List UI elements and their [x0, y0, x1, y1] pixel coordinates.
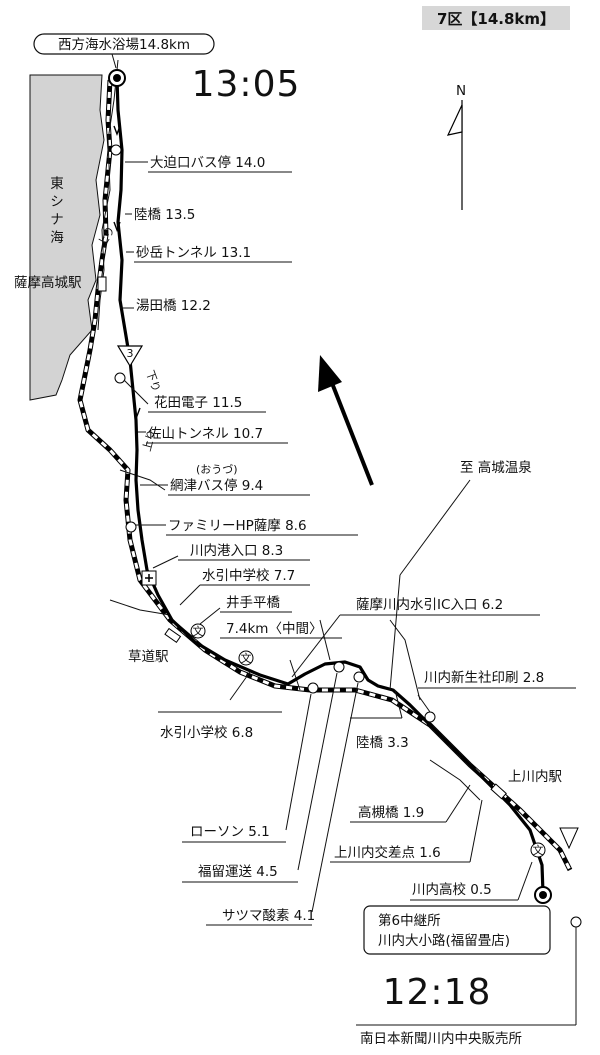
direction-arrow-1: [113, 125, 121, 136]
sea-label-3: ナ: [50, 212, 64, 228]
direction-down-label: 下り: [143, 369, 163, 394]
waypoint-label: 花田電子 11.5: [154, 395, 242, 411]
relay-station-box: [363, 905, 551, 955]
waypoint-label: 川内高校 0.5: [412, 881, 492, 898]
waypoint-label: 7.4km〈中間〉: [226, 621, 322, 637]
section-badge: 7区【14.8km】: [422, 6, 570, 30]
station-kusamichi: 草道駅: [128, 649, 169, 665]
waypoint-label: 陸橋 13.5: [134, 207, 195, 223]
poi-marker-icon: [353, 671, 365, 683]
waypoint-label: ローソン 5.1: [190, 824, 270, 840]
waypoint-label: 福留運送 4.5: [198, 864, 278, 880]
waypoint-label: 上川内交差点 1.6: [334, 844, 441, 861]
direction-arrow-2: [113, 221, 121, 232]
poi-marker-icon: [110, 144, 122, 156]
roads: [97, 59, 481, 801]
start-label: 西方海水浴場14.8km: [58, 37, 190, 53]
svg-text:文: 文: [193, 624, 204, 638]
start-time: 13:05: [192, 64, 301, 105]
svg-text:文: 文: [533, 843, 544, 857]
sea-label-2: シ: [50, 194, 64, 210]
poi-marker-icon: [424, 711, 436, 723]
poi-marker-icon: [333, 661, 345, 673]
finish-time: 12:18: [383, 972, 492, 1013]
furigana: (おうづ): [196, 463, 238, 476]
waypoint-label: 井手平橋: [226, 595, 280, 611]
sea-area: [29, 74, 105, 401]
station-icon: [97, 276, 107, 292]
route-sign-icon: [116, 345, 144, 368]
waypoint-label: 水引小学校 6.8: [160, 724, 253, 741]
station-kamisendai: 上川内駅: [508, 769, 562, 785]
dealer-marker-icon: [570, 916, 582, 928]
waypoint-label: 川内港入口 8.3: [190, 543, 283, 559]
route-sign-number: 3: [127, 347, 134, 360]
course-route: [115, 76, 545, 895]
waypoint-label: ファミリーHP薩摩 8.6: [168, 517, 307, 534]
station-icon: [490, 783, 507, 800]
poi-marker-icon: [114, 372, 126, 384]
dealer-label: 南日本新聞川内中央販売所: [360, 1031, 522, 1047]
waypoint-label: 砂岳トンネル 13.1: [136, 245, 251, 261]
waypoint-label: 陸橋 3.3: [356, 735, 409, 751]
poi-marker-icon: [307, 682, 319, 694]
section-badge-text: 7区【14.8km】: [437, 10, 555, 28]
sea-label-1: 東: [50, 176, 64, 192]
route-sign-icon: [559, 827, 579, 850]
waypoint-label: サツマ酸素 4.1: [222, 908, 315, 924]
direction-arrow-3: [133, 407, 141, 418]
relay-station-line2: 川内大小路(福留畳店): [378, 933, 510, 949]
waypoint-label: 高槻橋 1.9: [358, 804, 424, 821]
waypoint-label: 川内新生社印刷 2.8: [424, 670, 544, 686]
direction-up-label-2: 上り: [140, 428, 158, 453]
station-satsuma-takagi: 薩摩高城駅: [14, 274, 82, 291]
direction-up-label: 上り: [95, 224, 117, 250]
school-icon: [530, 842, 546, 858]
compass-letter: N: [456, 83, 466, 99]
up-direction-arrow: [318, 355, 374, 486]
waypoint-label: 水引中学校 7.7: [202, 567, 295, 584]
waypoint-label: 佐山トンネル 10.7: [148, 426, 263, 442]
start-label-box: [33, 33, 215, 55]
waypoint-label: 網津バス停 9.4: [170, 477, 263, 494]
sea-label-4: 海: [50, 230, 64, 246]
hotspring-label: 至 高城温泉: [460, 459, 532, 476]
north-compass-icon: N: [446, 83, 466, 210]
school-icon: [190, 623, 206, 639]
waypoint-label: 湯田橋 12.2: [136, 297, 211, 314]
relay-station-line1: 第6中継所: [378, 912, 441, 929]
station-icon: [164, 627, 182, 643]
school-icon: [238, 650, 254, 666]
svg-text:文: 文: [241, 651, 252, 665]
waypoint-label: 薩摩川内水引IC入口 6.2: [356, 596, 503, 613]
poi-marker-icon: [125, 521, 137, 533]
waypoint-label: 大迫口バス停 14.0: [150, 154, 265, 171]
